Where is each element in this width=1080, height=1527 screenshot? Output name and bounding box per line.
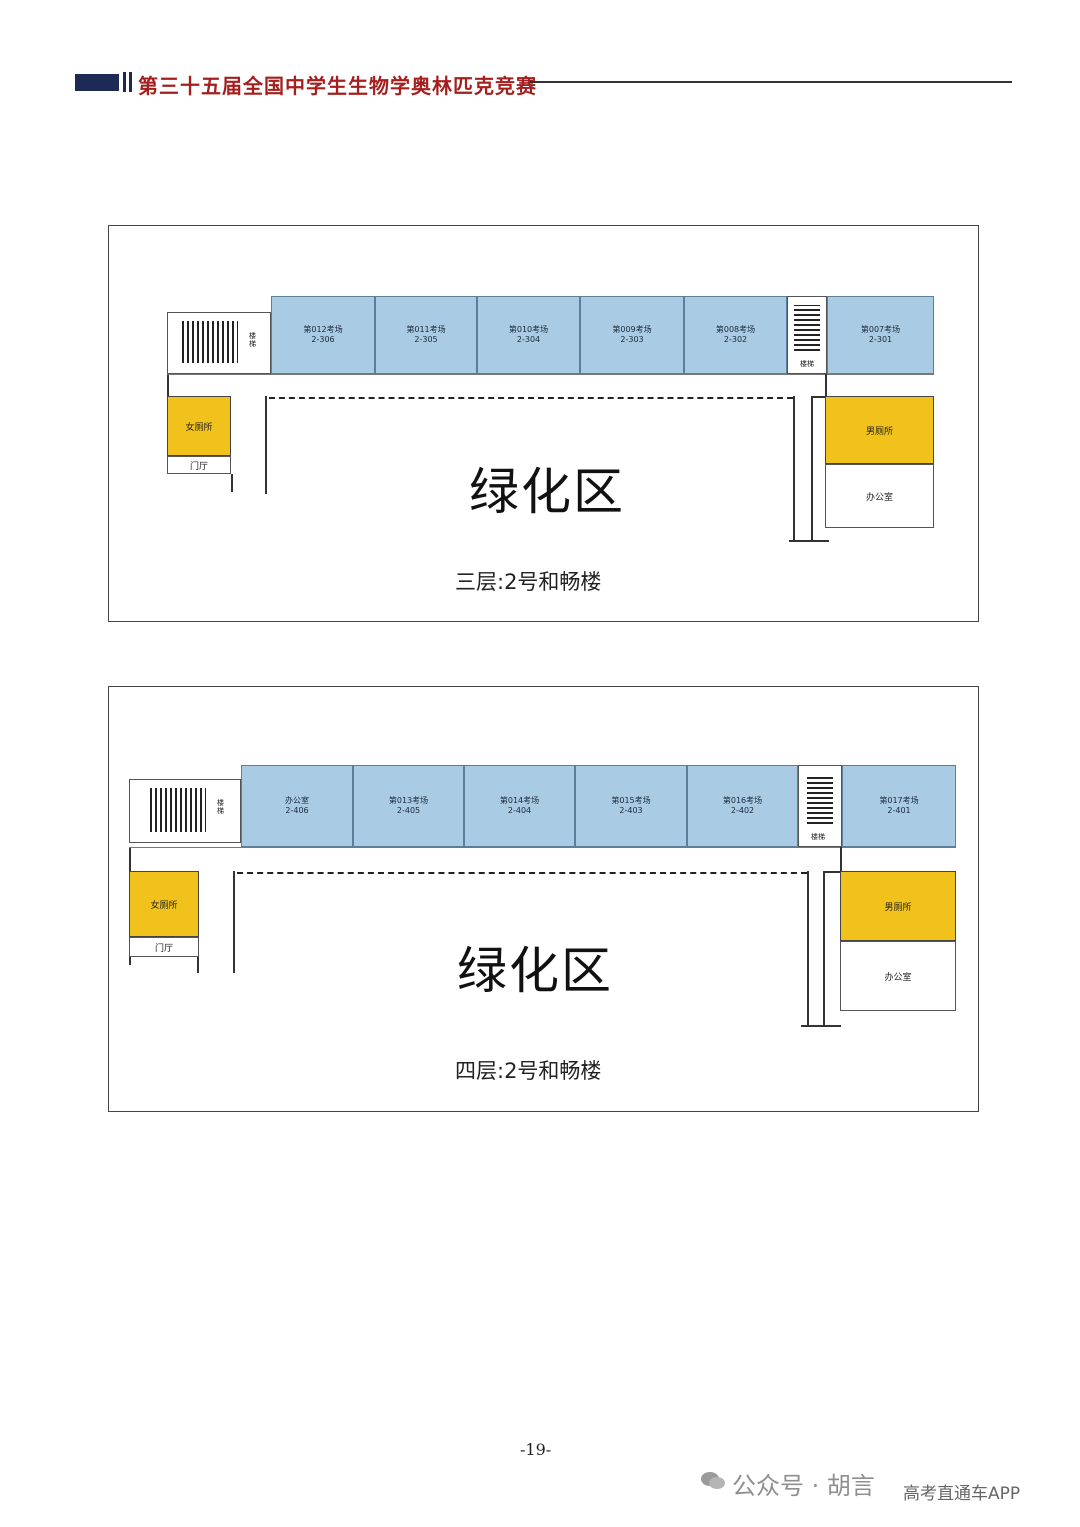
header-rule <box>530 81 1012 83</box>
floor-plan-4: 楼梯 办公室 2-406 第013考场 2-405 第014考场 2-404 第… <box>108 686 979 1112</box>
room-name: 第010考场 <box>508 325 549 334</box>
floor-plan-3: 楼梯 第012考场 2-306 第011考场 2-305 第010考场 2-30… <box>108 225 979 622</box>
wall <box>233 871 235 973</box>
room-name: 第016考场 <box>722 796 763 805</box>
male-restroom: 男厕所 <box>825 396 934 464</box>
room-code: 2-403 <box>619 806 643 815</box>
stair-steps-icon <box>182 321 238 363</box>
female-restroom: 女厕所 <box>167 396 231 456</box>
stair-steps-icon <box>807 776 833 824</box>
page-number: -19- <box>520 1440 552 1459</box>
room-code: 2-405 <box>396 806 421 815</box>
wall <box>825 374 827 398</box>
courtyard-edge <box>269 397 793 399</box>
wall <box>265 396 267 494</box>
wall <box>801 1025 841 1027</box>
stair-label: 楼梯 <box>811 833 825 841</box>
room-code: 2-404 <box>507 806 532 815</box>
entrance-hall: 门厅 <box>167 456 231 474</box>
exam-room: 第013考场 2-405 <box>353 765 464 847</box>
green-area-label: 绿化区 <box>457 942 613 1000</box>
exam-room: 第012考场 2-306 <box>271 296 375 374</box>
room-code: 2-402 <box>730 806 755 815</box>
left-stairwell <box>167 312 271 374</box>
exam-room: 第017考场 2-401 <box>842 765 956 847</box>
room-code: 2-306 <box>311 335 335 344</box>
room-name: 第014考场 <box>499 796 540 805</box>
room-name: 办公室 <box>285 796 309 805</box>
wall <box>129 847 956 848</box>
stair-label: 楼梯 <box>800 360 814 368</box>
exam-room: 第011考场 2-305 <box>375 296 477 374</box>
room-name: 第012考场 <box>303 325 343 334</box>
room-code: 2-301 <box>868 335 893 344</box>
room-name: 第013考场 <box>388 796 429 805</box>
room-name: 第008考场 <box>715 325 756 334</box>
office-room: 办公室 <box>825 464 934 528</box>
stair-label: 楼梯 <box>217 799 224 815</box>
wall <box>167 374 934 375</box>
watermark-account: 公众号 · 胡言 <box>732 1472 875 1500</box>
right-stairwell: 楼梯 <box>787 296 827 374</box>
wall <box>789 540 829 542</box>
stair-steps-icon <box>150 788 206 832</box>
room-code: 2-406 <box>285 806 309 815</box>
wechat-icon <box>701 1472 725 1489</box>
office-room: 办公室 <box>840 941 956 1011</box>
wall <box>823 871 841 873</box>
header-logo-block <box>75 74 119 91</box>
exam-room: 第009考场 2-303 <box>580 296 684 374</box>
stair-steps-icon <box>794 305 820 351</box>
exam-room: 第015考场 2-403 <box>575 765 687 847</box>
exam-room: 第016考场 2-402 <box>687 765 798 847</box>
header-title: 第三十五届全国中学生生物学奥林匹克竞赛 <box>138 74 537 98</box>
office-room-406: 办公室 2-406 <box>241 765 353 847</box>
exam-room: 第007考场 2-301 <box>827 296 934 374</box>
room-name: 第009考场 <box>612 325 652 334</box>
female-restroom: 女厕所 <box>129 871 199 937</box>
wall <box>840 847 842 873</box>
header-tick <box>129 72 132 92</box>
room-code: 2-302 <box>723 335 748 344</box>
wall <box>793 396 795 542</box>
left-stairwell <box>129 779 241 843</box>
male-restroom: 男厕所 <box>840 871 956 941</box>
watermark-app: 高考直通车APP <box>903 1484 1021 1504</box>
wall <box>807 871 809 1027</box>
exam-room: 第014考场 2-404 <box>464 765 575 847</box>
exam-room: 第010考场 2-304 <box>477 296 580 374</box>
room-name: 第015考场 <box>611 796 651 805</box>
wall <box>231 474 233 492</box>
entrance-hall: 门厅 <box>129 937 199 957</box>
wall <box>811 396 813 542</box>
room-code: 2-303 <box>620 335 644 344</box>
green-area-label: 绿化区 <box>469 463 625 521</box>
floor-caption: 四层:2号和畅楼 <box>455 1059 602 1083</box>
wall <box>197 955 199 973</box>
stair-label: 楼梯 <box>249 332 256 348</box>
room-code: 2-401 <box>887 806 911 815</box>
room-name: 第011考场 <box>406 325 446 334</box>
room-name: 第017考场 <box>879 796 919 805</box>
wall <box>823 871 825 1027</box>
wall <box>811 396 825 398</box>
courtyard-edge <box>237 872 807 874</box>
floor-caption: 三层:2号和畅楼 <box>455 570 602 594</box>
room-code: 2-305 <box>414 335 438 344</box>
room-name: 第007考场 <box>860 325 901 334</box>
exam-room: 第008考场 2-302 <box>684 296 787 374</box>
room-code: 2-304 <box>516 335 541 344</box>
header-tick <box>123 72 126 92</box>
right-stairwell: 楼梯 <box>798 765 842 847</box>
